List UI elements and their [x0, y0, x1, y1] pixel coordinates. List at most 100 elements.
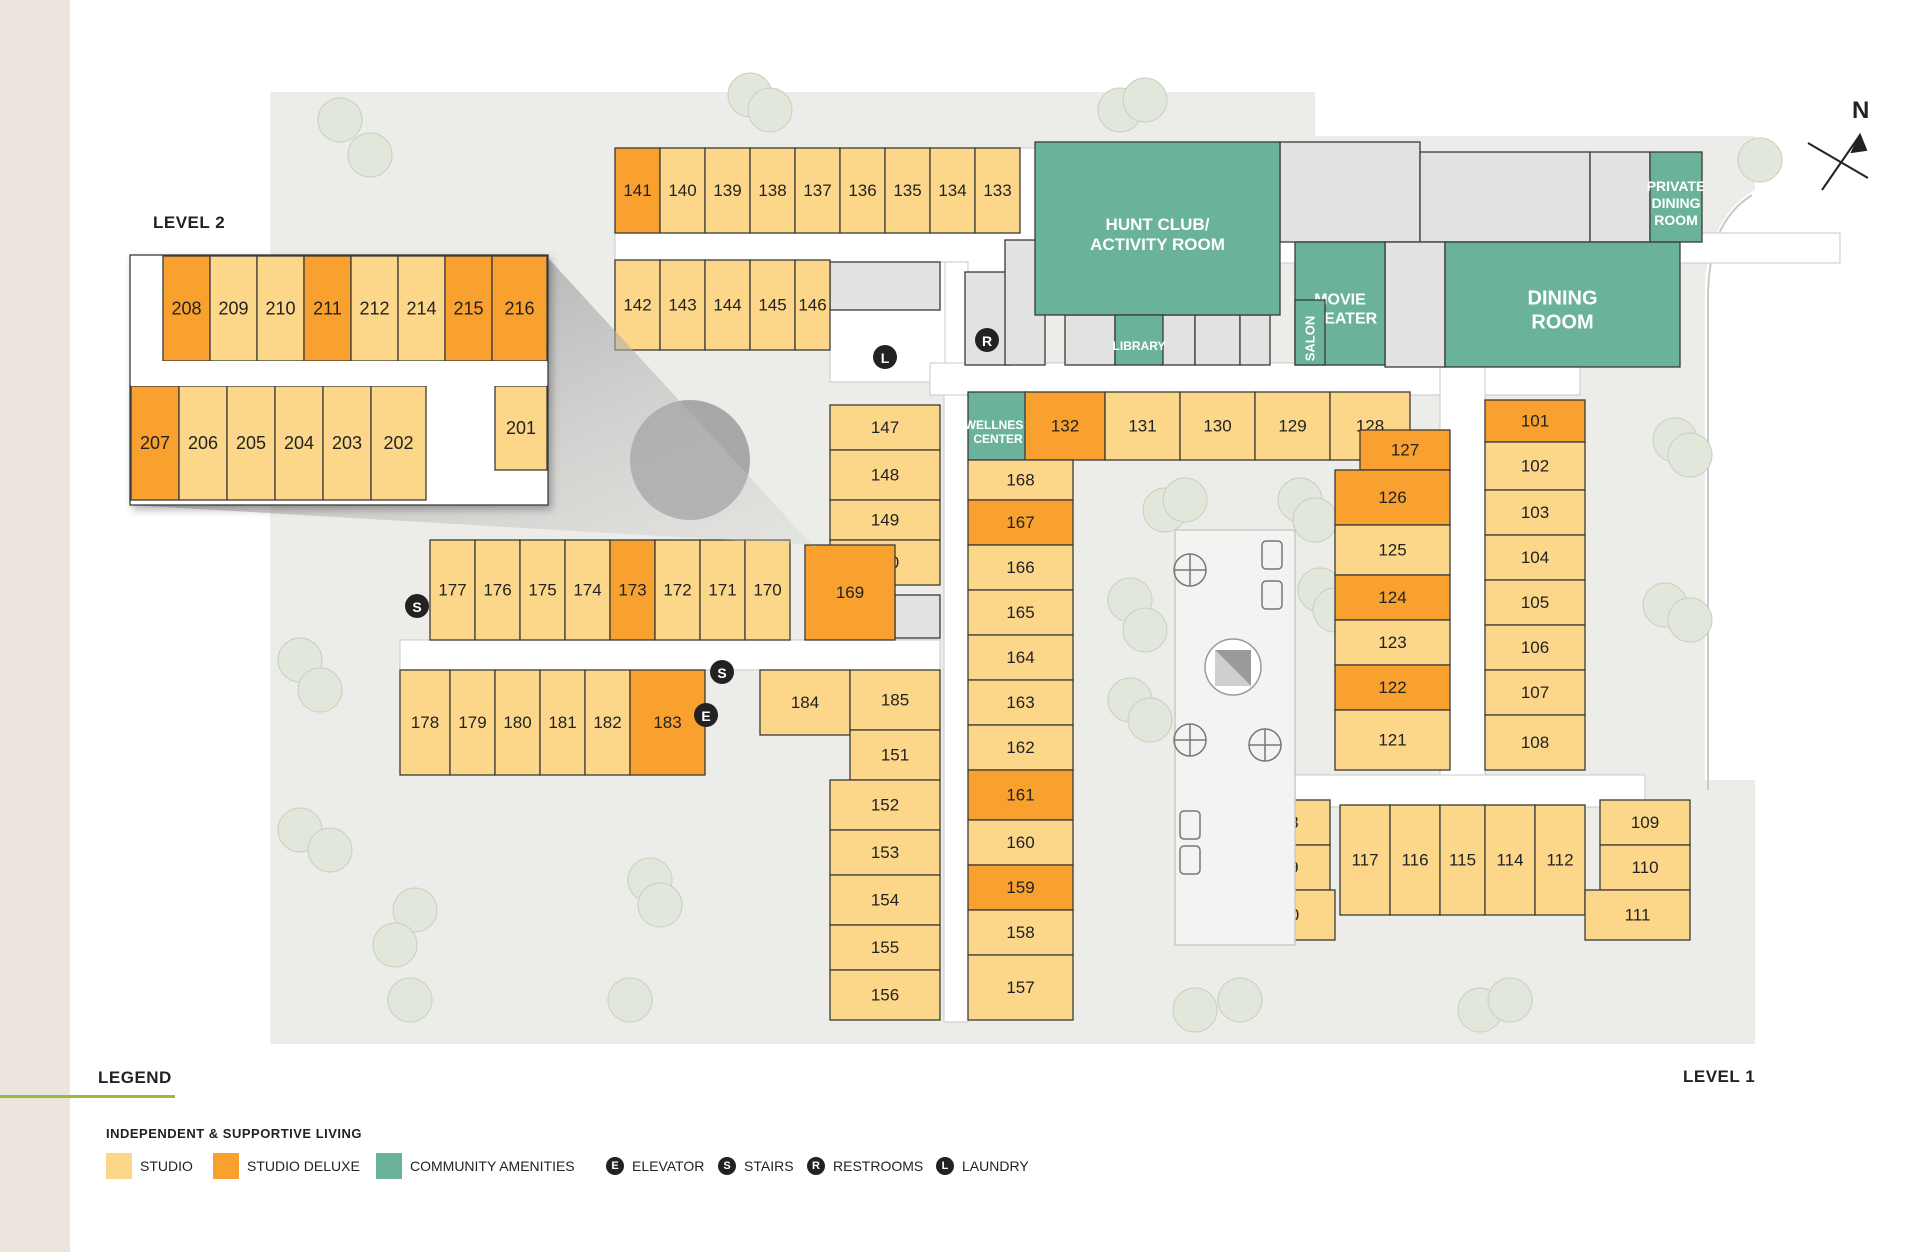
unit-178: [399, 669, 451, 776]
unit-143: [659, 259, 706, 351]
unit-127: [1359, 429, 1451, 471]
unit-180-label: 180: [503, 713, 531, 732]
bench-icon: [1261, 580, 1283, 610]
unit-107-label: 107: [1521, 683, 1549, 702]
unit-157-label: 157: [1006, 978, 1034, 997]
unit-157: [967, 954, 1074, 1021]
unit-178-label: 178: [411, 713, 439, 732]
laundry-marker-letter: L: [881, 350, 890, 366]
tree-icon: [317, 97, 363, 143]
bench-icon: [1261, 540, 1283, 570]
unit-122-label: 122: [1378, 678, 1406, 697]
amenity-hunt_club: [1034, 141, 1281, 316]
unit-105-label: 105: [1521, 593, 1549, 612]
studio-deluxe-swatch: [213, 1153, 239, 1179]
amenity-library-label: LIBRARY: [1113, 339, 1166, 353]
unit-144-label: 144: [713, 296, 741, 315]
amenity-private_dining-label: DINING: [1652, 195, 1701, 211]
unit-203: [322, 385, 372, 501]
unit-162: [967, 724, 1074, 771]
unit-133-label: 133: [983, 181, 1011, 200]
unit-123-label: 123: [1378, 633, 1406, 652]
unit-214: [397, 255, 446, 362]
unit-181-label: 181: [548, 713, 576, 732]
stairs_b-marker-icon: [710, 660, 734, 684]
unit-109-label: 109: [1631, 813, 1659, 832]
legend-item-laundry: L LAUNDRY: [936, 1157, 1029, 1175]
tree-icon: [387, 977, 433, 1023]
unit-184: [759, 669, 851, 736]
unit-156-label: 156: [871, 986, 899, 1005]
tree-icon: [1487, 977, 1533, 1023]
unit-115-label: 115: [1449, 851, 1476, 870]
legend-studio-deluxe-label: STUDIO DELUXE: [247, 1158, 360, 1174]
restroom-icon: R: [807, 1157, 825, 1175]
unit-155-label: 155: [871, 938, 899, 957]
unit-172: [654, 539, 701, 641]
stairs_b-marker-letter: S: [717, 665, 726, 681]
patio-furniture: [1173, 540, 1283, 875]
unit-169-label: 169: [836, 583, 864, 602]
unit-162-label: 162: [1006, 738, 1034, 757]
unit-183-label: 183: [653, 713, 681, 732]
unit-131-label: 131: [1128, 417, 1156, 436]
unit-216: [491, 255, 548, 362]
tree-icon: [1127, 697, 1173, 743]
unit-173-label: 173: [618, 581, 646, 600]
tree-icon: [1292, 497, 1338, 543]
unit-117: [1339, 804, 1391, 916]
unit-155: [829, 924, 941, 971]
unit-171-label: 171: [708, 581, 736, 600]
legend-laundry-label: LAUNDRY: [962, 1158, 1029, 1174]
unit-154: [829, 874, 941, 926]
unit-116: [1389, 804, 1441, 916]
unit-208-label: 208: [171, 299, 201, 319]
unit-169: [804, 544, 896, 641]
unit-106-label: 106: [1521, 638, 1549, 657]
elevator_a-marker-icon: [694, 703, 718, 727]
amenity-salon-label: SALON: [1303, 316, 1318, 362]
unit-160-label: 160: [1006, 833, 1034, 852]
unit-112: [1534, 804, 1586, 916]
amenity-shapes: HUNT CLUB/ACTIVITY ROOMMOVIETHEATERDININ…: [965, 141, 1705, 461]
unit-182: [584, 669, 631, 776]
unit-201-label: 201: [506, 418, 536, 438]
unit-170-label: 170: [753, 581, 781, 600]
unit-132: [1024, 391, 1106, 461]
amenity-hunt_club-label: HUNT CLUB/: [1106, 215, 1210, 234]
unit-149: [829, 499, 941, 541]
tree-icon: [607, 977, 653, 1023]
elevator-icon: E: [606, 1157, 624, 1175]
unit-140: [659, 147, 706, 234]
unit-148-label: 148: [871, 466, 899, 485]
unit-179-label: 179: [458, 713, 486, 732]
legend-title: LEGEND: [98, 1068, 172, 1087]
bench-icon: [1179, 810, 1201, 840]
tree-icon: [1172, 987, 1218, 1033]
bench-icon: [1179, 845, 1201, 875]
unit-159-label: 159: [1006, 878, 1034, 897]
tree-icon: [297, 667, 343, 713]
unit-215: [444, 255, 493, 362]
parking-area: [1315, 92, 1755, 136]
tree-icon: [1122, 77, 1168, 123]
unit-158-label: 158: [1006, 923, 1034, 942]
unit-214-label: 214: [406, 299, 436, 319]
unit-130: [1179, 391, 1256, 461]
legend-item-elevator: E ELEVATOR: [606, 1157, 704, 1175]
tree-icon: [1737, 137, 1783, 183]
unit-207-label: 207: [140, 433, 170, 453]
legend-item-studio-deluxe: STUDIO DELUXE: [213, 1153, 360, 1179]
unit-170: [744, 539, 791, 641]
unit-160: [967, 819, 1074, 866]
unit-130-label: 130: [1203, 417, 1231, 436]
unit-143-label: 143: [668, 296, 696, 315]
stairs-icon: S: [718, 1157, 736, 1175]
unit-102-label: 102: [1521, 457, 1549, 476]
unit-211: [303, 255, 352, 362]
tree-icon: [392, 887, 438, 933]
legend-restrooms-label: RESTROOMS: [833, 1158, 924, 1174]
unit-135-label: 135: [893, 181, 921, 200]
unit-131: [1104, 391, 1181, 461]
